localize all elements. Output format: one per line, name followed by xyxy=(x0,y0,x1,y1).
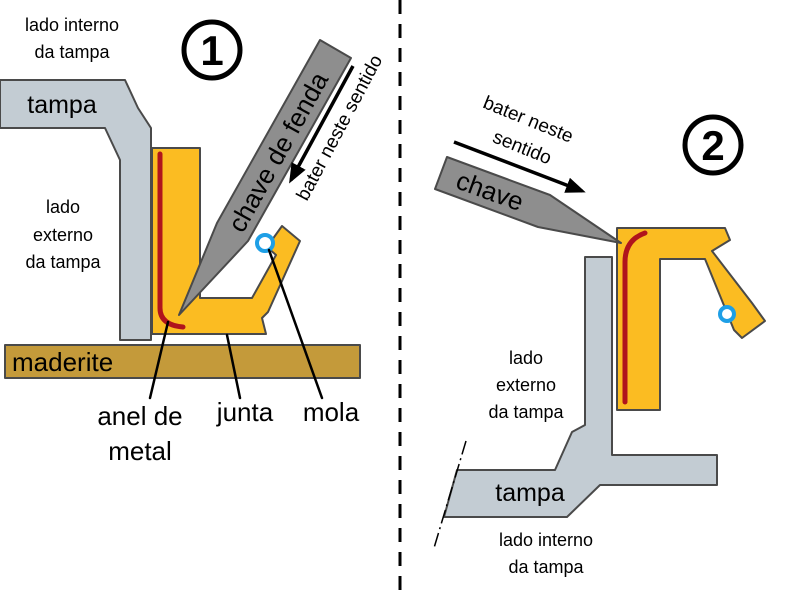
lid-shape-1 xyxy=(0,79,152,341)
board-shape xyxy=(4,344,361,379)
gasket-label: junta xyxy=(216,397,274,427)
board-label: maderite xyxy=(12,347,113,377)
spring-pointer xyxy=(267,248,324,400)
step-1-badge xyxy=(181,19,243,81)
metal-ring-1 xyxy=(157,151,186,330)
lid-label-2: tampa xyxy=(495,479,565,507)
lid-cut-line xyxy=(433,440,467,549)
lid-shape-2 xyxy=(443,256,718,518)
step-2-badge xyxy=(682,114,744,176)
step-1-number: 1 xyxy=(200,27,223,74)
outer-side-label-1-line2: externo xyxy=(33,225,93,245)
spring-2 xyxy=(718,305,736,323)
tool-shape-2 xyxy=(434,156,622,244)
outer-side-label-2-line1: lado xyxy=(509,348,543,368)
metal-ring-2 xyxy=(622,230,648,405)
gasket-shape-2 xyxy=(616,227,766,411)
metal-ring-label-line1: anel de xyxy=(97,401,182,431)
direction-arrow-2 xyxy=(453,140,586,193)
lid-label-1: tampa xyxy=(27,91,97,119)
outer-side-label-1-line1: lado xyxy=(46,197,80,217)
panel-2: 2 bater neste sentido chave lado externo… xyxy=(433,92,766,577)
outer-side-label-2-line3: da tampa xyxy=(488,402,564,422)
metal-ring-pointer xyxy=(148,320,170,400)
gasket-pointer xyxy=(225,333,242,400)
inner-side-label-2-line2: da tampa xyxy=(508,557,584,577)
spring-1 xyxy=(255,233,275,253)
direction-arrow-1 xyxy=(289,65,355,184)
inner-side-label-2-line1: lado interno xyxy=(499,530,593,550)
inner-side-label-1-line1: lado interno xyxy=(25,15,119,35)
step-2-number: 2 xyxy=(701,122,724,169)
gasket-shape-1 xyxy=(151,147,301,335)
screwdriver-shape xyxy=(178,39,352,316)
outer-side-label-1-line3: da tampa xyxy=(25,252,101,272)
inner-side-label-1-line2: da tampa xyxy=(34,42,110,62)
outer-side-label-2-line2: externo xyxy=(496,375,556,395)
metal-ring-label-line2: metal xyxy=(108,436,172,466)
panel-1: lado interno da tampa 1 tampa lado exter… xyxy=(0,15,387,466)
spring-label: mola xyxy=(303,397,360,427)
